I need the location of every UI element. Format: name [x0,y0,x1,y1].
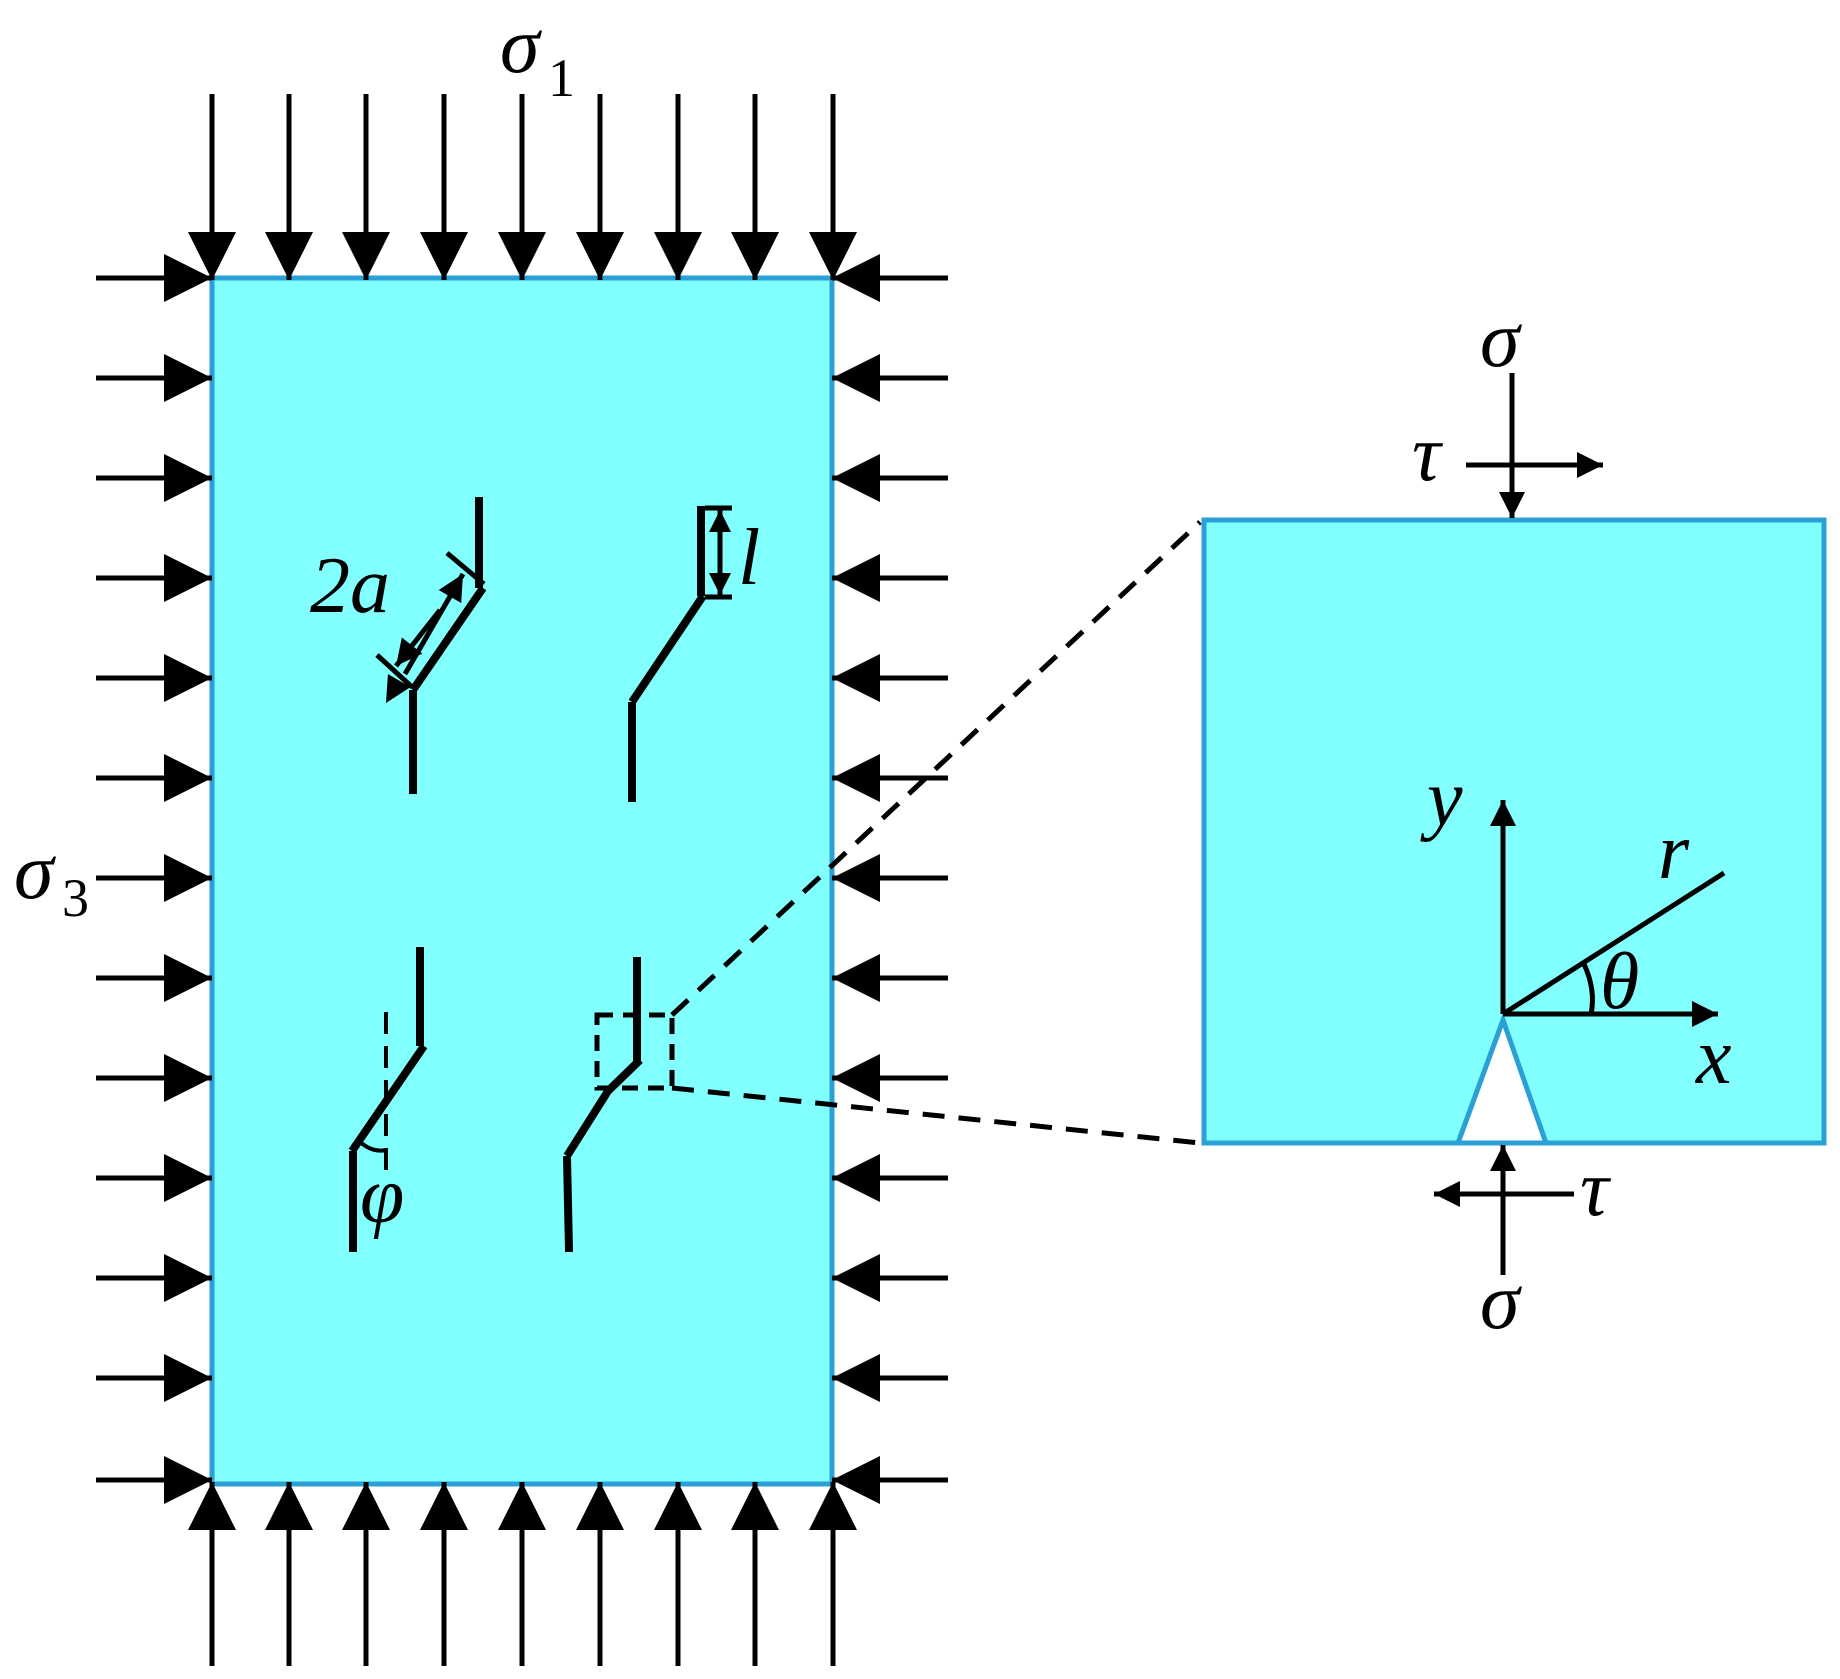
label-tau-bottom: τ [1580,1145,1612,1233]
crack-top-left [409,497,487,794]
label-2a: 2a [310,542,390,630]
r-ray [1501,870,1726,1017]
zoom-connector-lines [670,520,1202,1146]
svg-text:σ: σ [500,2,542,90]
svg-text:σ: σ [14,828,56,916]
label-sigma-bottom: σ [1480,1258,1522,1346]
label-l: l [738,514,760,602]
svg-text:3: 3 [62,868,89,928]
label-theta: θ [1600,938,1639,1026]
top-load-arrows [188,94,857,280]
angle-phi [357,1012,388,1180]
label-tau-top: τ [1412,410,1444,498]
sigma1-label: σ 1 [500,2,575,108]
label-y: y [1420,755,1463,843]
zoom-region-box [594,1012,675,1091]
theta-arc [1581,962,1595,1015]
sigma3-label: σ 3 [14,828,89,928]
dimension-2a [375,551,486,703]
crack-top-right [628,506,707,802]
dimension-l [705,505,732,600]
label-sigma-top: σ [1480,296,1522,384]
svg-text:1: 1 [548,48,575,108]
left-load-arrows [96,254,212,1504]
detail-box [1201,517,1827,1146]
specimen-block [209,275,835,1487]
label-phi: φ [360,1152,404,1240]
coordinate-axes [1490,800,1726,1027]
label-x: x [1695,1013,1732,1101]
detail-bottom-loads [1434,1145,1574,1275]
bottom-load-arrows [188,1482,857,1666]
crack-tip-notch [1454,1012,1550,1146]
detail-top-loads [1466,373,1603,518]
right-load-arrows [832,254,948,1504]
label-r: r [1658,808,1690,896]
crack-bottom-right [563,957,643,1253]
